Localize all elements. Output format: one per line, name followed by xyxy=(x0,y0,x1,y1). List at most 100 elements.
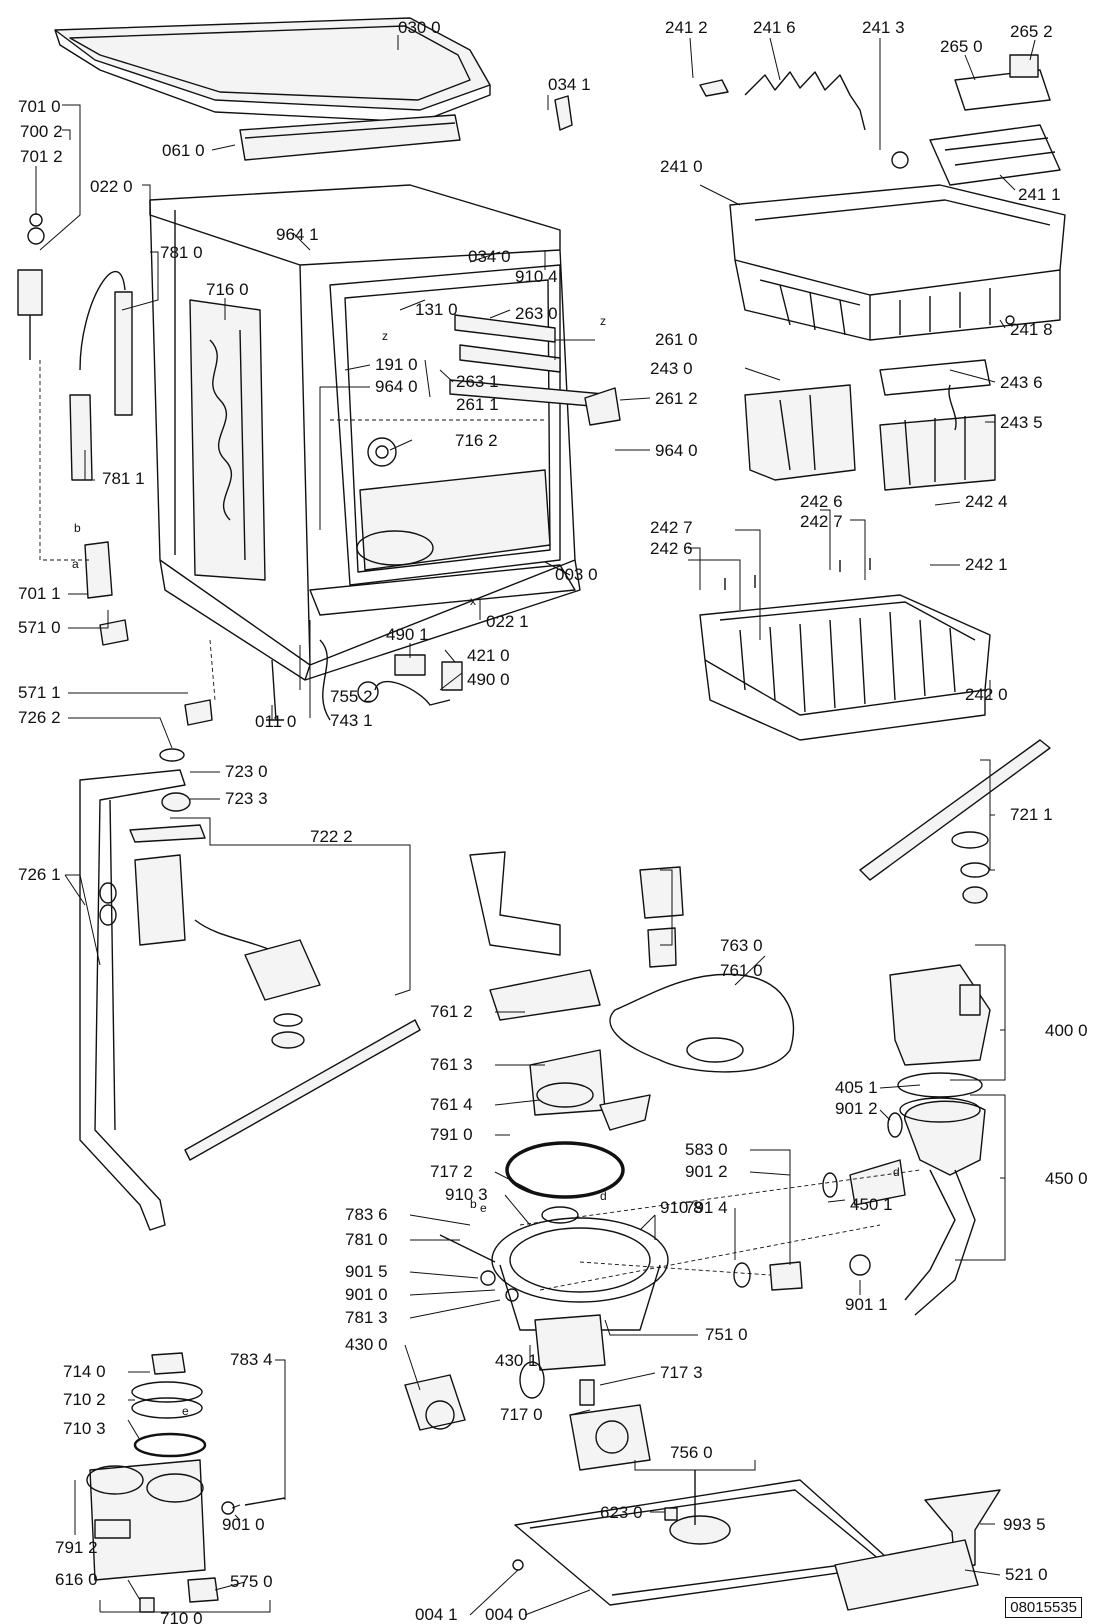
salt-funnel xyxy=(924,1489,1001,1569)
part-label: 901 0 xyxy=(222,1515,265,1534)
part-label: 242 6 xyxy=(800,492,843,511)
part-label: 751 0 xyxy=(705,1325,748,1344)
part-label: 430 1 xyxy=(495,1351,538,1370)
part-label: 722 2 xyxy=(310,827,353,846)
part-label: 791 4 xyxy=(685,1198,728,1217)
part-label: 242 6 xyxy=(650,539,693,558)
part-label: 521 0 xyxy=(1005,1565,1048,1584)
marker-z-2: z xyxy=(600,314,606,328)
part-label: 717 3 xyxy=(660,1363,703,1382)
part-label: 781 0 xyxy=(160,243,203,262)
part-label: 243 5 xyxy=(1000,413,1043,432)
part-label: 716 0 xyxy=(206,280,249,299)
part-label: 701 2 xyxy=(20,147,63,166)
part-label: 783 6 xyxy=(345,1205,388,1224)
kick-plate xyxy=(834,1539,979,1611)
screw xyxy=(512,1559,524,1571)
marker-e-2: e xyxy=(182,1404,189,1418)
part-label: 910 8 xyxy=(660,1198,703,1217)
connector-part xyxy=(554,95,573,131)
part-label: 450 1 xyxy=(850,1195,893,1214)
part-label: 623 0 xyxy=(600,1503,643,1522)
marker-z: z xyxy=(382,329,388,343)
part-label: 901 2 xyxy=(685,1162,728,1181)
part-label: 761 3 xyxy=(430,1055,473,1074)
part-label: 263 0 xyxy=(515,304,558,323)
seal-ring xyxy=(897,1072,983,1098)
document-number: 08015535 xyxy=(1005,1597,1082,1618)
part-label: 265 0 xyxy=(940,37,983,56)
sensor-part xyxy=(187,1577,219,1603)
part-label: 241 0 xyxy=(660,157,703,176)
part-label: 450 0 xyxy=(1045,1169,1088,1188)
part-label: 717 2 xyxy=(430,1162,473,1181)
part-label: 716 2 xyxy=(455,431,498,450)
part-label: 901 5 xyxy=(345,1262,388,1281)
part-label: 723 3 xyxy=(225,789,268,808)
part-label: 910 3 xyxy=(445,1185,488,1204)
part-label: 265 2 xyxy=(1010,22,1053,41)
part-label: 004 0 xyxy=(485,1605,528,1624)
marker-a: a xyxy=(72,557,79,571)
heater-block xyxy=(889,964,991,1066)
part-label: 191 0 xyxy=(375,355,418,374)
hose-piece xyxy=(244,1497,286,1506)
base-plate xyxy=(514,1470,896,1606)
part-label: 241 2 xyxy=(665,18,708,37)
part-label: 993 5 xyxy=(1003,1515,1046,1534)
part-label: 061 0 xyxy=(162,141,205,160)
seal-ring-2 xyxy=(733,1262,751,1288)
part-label: 710 0 xyxy=(160,1609,203,1624)
part-label: 714 0 xyxy=(63,1362,106,1381)
middle-spray-arm xyxy=(134,854,421,1161)
part-label: 405 1 xyxy=(835,1078,878,1097)
part-label: 242 1 xyxy=(965,555,1008,574)
part-label: 726 1 xyxy=(18,865,61,884)
part-label: 242 7 xyxy=(650,518,693,537)
door-panel xyxy=(189,299,266,581)
part-label: 261 2 xyxy=(655,389,698,408)
part-label: 242 4 xyxy=(965,492,1008,511)
cutlery-baskets xyxy=(744,359,996,491)
part-label: 761 4 xyxy=(430,1095,473,1114)
part-label: 791 0 xyxy=(430,1125,473,1144)
part-label: 701 0 xyxy=(18,97,61,116)
part-label: 756 0 xyxy=(670,1443,713,1462)
part-label: 721 1 xyxy=(1010,805,1053,824)
upper-basket xyxy=(729,184,1066,341)
part-label: 901 1 xyxy=(845,1295,888,1314)
part-label: 261 1 xyxy=(456,395,499,414)
dishwasher-artwork xyxy=(17,17,1066,1613)
part-label: 763 0 xyxy=(720,936,763,955)
supply-pipe xyxy=(79,769,186,1231)
part-label: 964 1 xyxy=(276,225,319,244)
tub xyxy=(329,264,561,586)
part-label: 022 0 xyxy=(90,177,133,196)
part-label: 261 0 xyxy=(655,330,698,349)
part-label: 755 2 xyxy=(330,687,373,706)
part-label: 263 1 xyxy=(456,372,499,391)
part-label: 571 1 xyxy=(18,683,61,702)
part-label: 710 2 xyxy=(63,1390,106,1409)
filters xyxy=(609,866,795,1073)
wash-motor xyxy=(569,1379,651,1471)
marker-d: d xyxy=(893,1165,900,1179)
part-label: 241 1 xyxy=(1018,185,1061,204)
part-label: 783 4 xyxy=(230,1350,273,1369)
part-label: 583 0 xyxy=(685,1140,728,1159)
insulation-strip xyxy=(239,114,461,161)
part-label: 575 0 xyxy=(230,1572,273,1591)
part-label: 004 1 xyxy=(415,1605,458,1624)
part-label: 490 1 xyxy=(386,625,429,644)
small-tray xyxy=(954,54,1051,111)
part-label: 034 1 xyxy=(548,75,591,94)
part-label: 717 0 xyxy=(500,1405,543,1424)
wheel-part xyxy=(891,151,909,169)
clamp-ring-2 xyxy=(822,1172,838,1198)
valve-part xyxy=(769,1261,803,1291)
drain-hose xyxy=(319,639,331,721)
part-label: 710 3 xyxy=(63,1419,106,1438)
part-label: 011 0 xyxy=(255,712,296,731)
electrical-parts xyxy=(357,654,463,706)
part-label: 791 2 xyxy=(55,1538,98,1557)
